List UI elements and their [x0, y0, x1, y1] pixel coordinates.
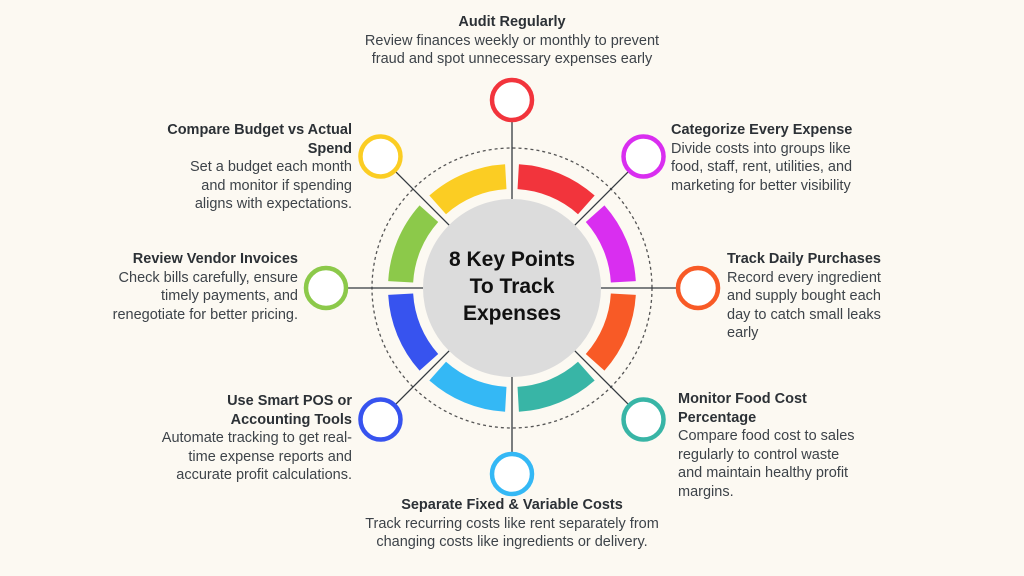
center-title-line: Expenses — [462, 302, 562, 325]
point-title: Review Vendor Invoices — [132, 251, 298, 267]
point-title: Separate Fixed & Variable Costs — [401, 497, 623, 513]
center-title-line: To Track — [469, 275, 555, 298]
connector-line-categorize — [574, 171, 629, 226]
marker-circle-pos — [358, 397, 403, 442]
point-fixed: Separate Fixed & Variable Costs Track re… — [362, 496, 662, 552]
ring-segment-fixed — [429, 361, 507, 412]
connector-line-foodcost — [574, 350, 629, 405]
point-description: Track recurring costs like rent separate… — [365, 515, 659, 551]
point-description: Set a budget each month and monitor if s… — [189, 159, 352, 212]
marker-circle-audit — [489, 77, 535, 123]
marker-circle-vendor — [303, 265, 349, 311]
point-description: Review finances weekly or monthly to pre… — [364, 32, 660, 68]
center-title-line: 8 Key Points — [448, 248, 576, 271]
point-description: Record every ingredient and supply bough… — [727, 269, 881, 342]
ring-segment-budget — [429, 164, 507, 215]
point-title: Audit Regularly — [458, 14, 566, 30]
marker-circle-categorize — [621, 134, 666, 179]
point-description: Compare food cost to sales regularly to … — [678, 428, 855, 500]
ring-segment-foodcost — [517, 361, 595, 412]
marker-circle-daily — [675, 265, 721, 311]
point-categorize: Categorize Every Expense Divide costs in… — [671, 121, 861, 195]
point-title: Compare Budget vs Actual Spend — [167, 122, 352, 157]
ring-segment-daily — [585, 293, 636, 371]
point-description: Automate tracking to get real-time expen… — [161, 430, 352, 483]
point-title: Use Smart POS or Accounting Tools — [227, 393, 352, 428]
marker-circle-fixed — [489, 451, 535, 497]
point-description: Divide costs into groups like food, staf… — [671, 140, 853, 194]
ring-segment-vendor — [388, 205, 439, 283]
point-pos: Use Smart POS or Accounting Tools Automa… — [160, 392, 352, 485]
center-title: 8 Key Points To Track Expenses — [412, 246, 612, 327]
center-disc — [423, 199, 601, 377]
point-daily: Track Daily Purchases Record every ingre… — [727, 250, 907, 343]
point-title: Categorize Every Expense — [671, 122, 853, 138]
point-title: Monitor Food Cost Percentage — [678, 391, 807, 426]
ring-segment-categorize — [585, 205, 636, 283]
point-title: Track Daily Purchases — [727, 251, 881, 267]
ring-segment-pos — [388, 293, 439, 371]
point-vendor: Review Vendor Invoices Check bills caref… — [112, 250, 298, 324]
ring-segment-audit — [517, 164, 595, 215]
marker-circle-budget — [358, 134, 403, 179]
marker-circle-foodcost — [621, 397, 666, 442]
point-description: Check bills carefully, ensure timely pay… — [112, 269, 298, 323]
point-foodcost: Monitor Food Cost Percentage Compare foo… — [678, 390, 863, 501]
connector-line-budget — [395, 171, 450, 226]
connector-line-pos — [395, 350, 450, 405]
point-audit: Audit Regularly Review finances weekly o… — [362, 13, 662, 69]
point-budget: Compare Budget vs Actual Spend Set a bud… — [166, 121, 352, 214]
